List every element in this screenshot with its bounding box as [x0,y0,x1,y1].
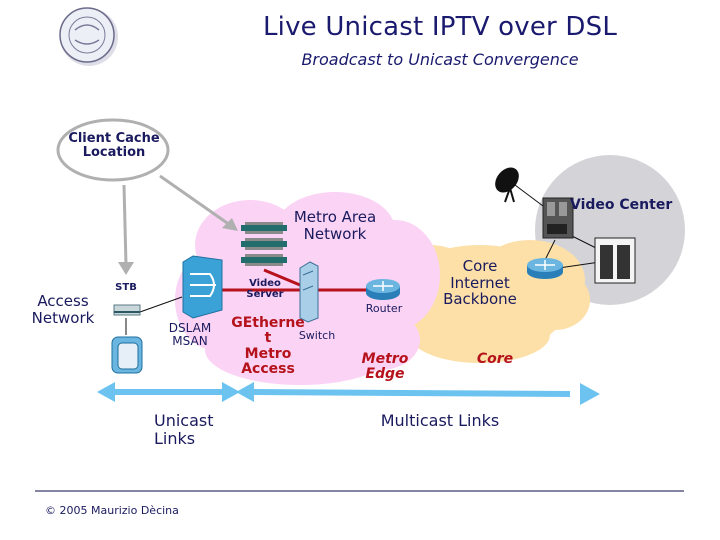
callout-arrowhead-stb [118,262,134,275]
callout-line-server [159,174,231,227]
core-router-icon [527,258,563,279]
core-backbone-label: Core Internet Backbone [443,257,517,308]
metro-edge-segment-label: Metro Edge [361,351,409,383]
copyright-footer: © 2005 Maurizio Dècina [45,504,179,517]
video-server-label: Video Server [246,278,284,300]
metro-access-segment-label: GEtherne t Metro Access [231,315,305,378]
multicast-links-label: Multicast Links [380,411,500,430]
video-server-icon [241,222,287,266]
headend-equipment-icon [542,197,574,239]
access-network-label: Access Network [31,292,95,327]
router-label: Router [365,302,403,315]
tv-icon [111,336,143,374]
client-cache-callout [56,118,170,182]
university-seal-icon [59,7,118,66]
page-title: Live Unicast IPTV over DSL [262,12,618,42]
multicast-links-arrow [236,382,600,405]
callout-line-stb [122,184,128,266]
page-subtitle: Broadcast to Unicast Convergence [301,50,579,69]
callout-arrowhead-server [222,218,238,231]
switch-label: Switch [298,329,336,342]
dslam-icon [182,255,223,319]
dslam-label: DSLAM MSAN [168,321,212,349]
metro-area-network-label: Metro Area Network [293,208,377,243]
set-top-box-icon [113,304,141,316]
unicast-links-arrow [97,382,240,402]
stb-label: STB [115,282,137,293]
red-links [215,268,372,292]
server-rack-icon [594,237,636,284]
client-cache-label: Client Cache Location [68,131,160,161]
unicast-links-label: Unicast Links [154,411,214,448]
edge-router-icon [366,279,400,300]
switch-icon [299,261,319,323]
satellite-dish-icon [495,167,519,203]
core-segment-label: Core [476,351,514,367]
video-center-label: Video Center [570,197,673,213]
